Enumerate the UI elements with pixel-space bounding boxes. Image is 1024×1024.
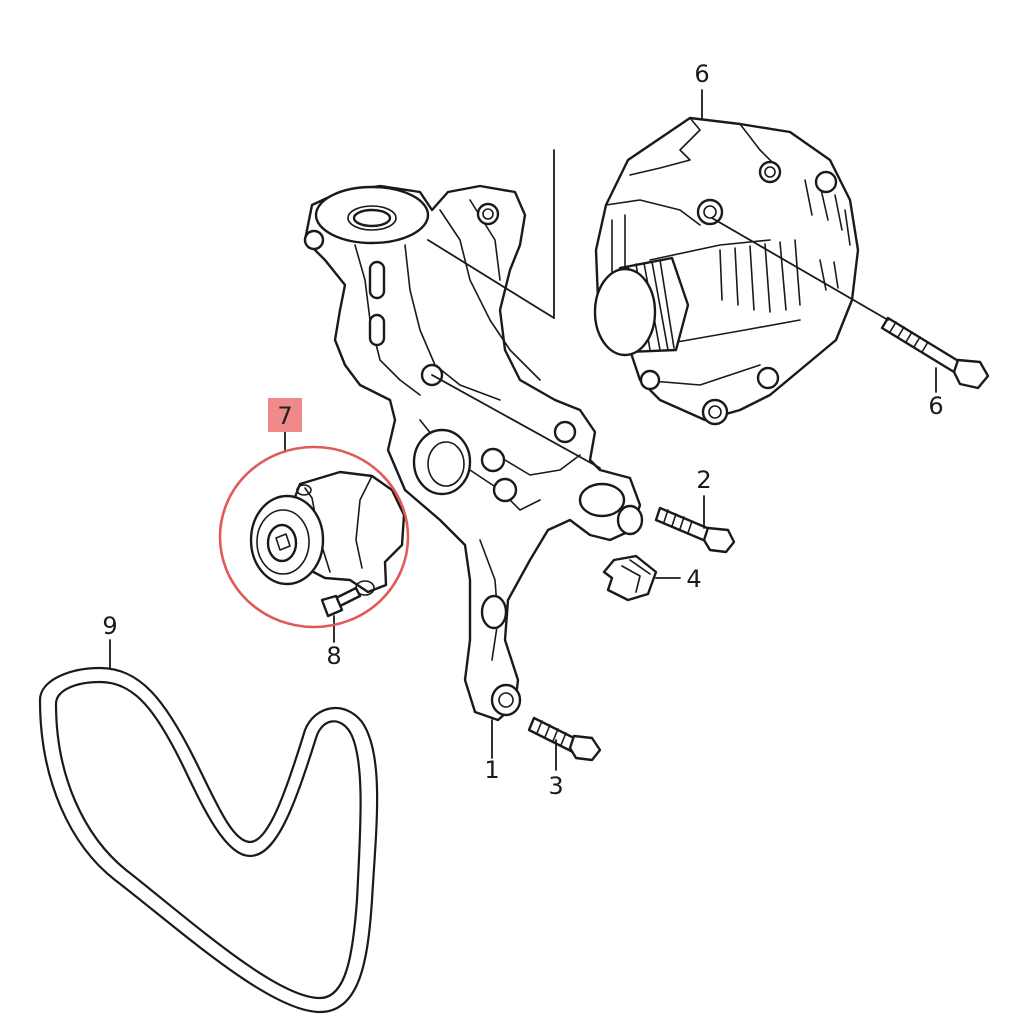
tensioner-pulley[interactable]: [249, 494, 325, 586]
callout-6-top[interactable]: 6: [694, 60, 709, 88]
callout-7[interactable]: 7: [277, 402, 292, 430]
leader-lines: [109, 89, 937, 771]
alternator[interactable]: [593, 116, 860, 426]
callout-4[interactable]: 4: [686, 565, 701, 593]
ribbed-belt[interactable]: [38, 666, 379, 1014]
callout-2[interactable]: 2: [696, 466, 711, 494]
callout-3[interactable]: 3: [548, 772, 563, 800]
clip-4[interactable]: [602, 554, 658, 602]
bolt-6[interactable]: [880, 316, 990, 390]
callout-labels: 6 6 7 2 4 8 9 1 3: [102, 60, 943, 800]
alternator-pulley[interactable]: [593, 256, 690, 357]
highlight-badge-7[interactable]: [268, 398, 302, 432]
callout-1[interactable]: 1: [484, 756, 499, 784]
bolt-8[interactable]: [320, 586, 362, 618]
highlight-ring-7: [218, 445, 410, 629]
belt-tensioner[interactable]: [249, 470, 406, 596]
callout-6-bottom[interactable]: 6: [928, 392, 943, 420]
accessory-bracket[interactable]: [303, 184, 644, 722]
callout-8[interactable]: 8: [326, 642, 341, 670]
bolt-3[interactable]: [527, 716, 602, 762]
bolt-2[interactable]: [654, 506, 736, 554]
callout-9[interactable]: 9: [102, 612, 117, 640]
